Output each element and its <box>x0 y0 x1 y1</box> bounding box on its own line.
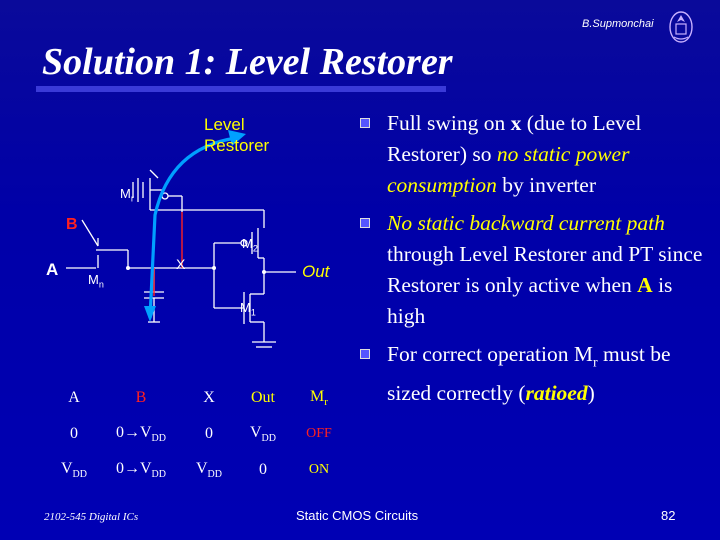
m1-label: M1 <box>240 300 256 318</box>
header-a: A <box>68 389 80 406</box>
header-mr-main: M <box>310 387 325 405</box>
bullet-item: For correct operation Mr must be sized c… <box>356 339 706 409</box>
arrow-icon: → <box>123 423 140 441</box>
cell-out-sub: DD <box>261 433 276 445</box>
cell-a-sub: DD <box>72 469 87 481</box>
cell-x-v: V <box>195 459 208 477</box>
bullet-text: Full swing on <box>387 111 511 135</box>
cell-b: 0→VDD <box>100 416 182 452</box>
a-input-label: A <box>46 260 59 279</box>
m1-label-main: M <box>240 300 251 315</box>
mr-label-main: M <box>120 186 131 201</box>
bullet-item: Full swing on x (due to Level Restorer) … <box>356 108 706 201</box>
cell-out: VDD <box>236 416 290 452</box>
mr-label-sub: r <box>130 193 134 204</box>
bullet-text: must be sized correctly ( <box>387 342 671 406</box>
bullet-text: by inverter <box>496 173 596 197</box>
table-header-row: A B X Out Mr <box>48 380 348 416</box>
title-underline <box>36 86 446 92</box>
header-out: Out <box>251 389 275 406</box>
cell-out-v: V <box>249 423 262 441</box>
cell-b-vdd: V <box>139 459 152 477</box>
cell-x: 0 <box>205 425 213 442</box>
university-seal-icon <box>669 11 693 43</box>
cell-b-start: 0 <box>115 459 124 477</box>
m1-label-sub: 1 <box>250 307 256 318</box>
mn-label: Mn <box>88 272 104 290</box>
square-bullet-icon <box>360 118 370 128</box>
level-restorer-circuit <box>66 130 296 348</box>
out-label: Out <box>302 262 330 281</box>
bullet-text: For correct operation M <box>387 342 593 366</box>
cell-b: 0→VDD <box>100 452 182 488</box>
bullet-item: No static backward current path through … <box>356 208 706 332</box>
m2-label-main: M <box>242 236 253 251</box>
cell-b-vdd: V <box>139 423 152 441</box>
cell-x-sub: DD <box>207 469 222 481</box>
header-mr: Mr <box>290 380 348 416</box>
cell-x: VDD <box>182 452 236 488</box>
bullet-subscript: r <box>592 355 598 371</box>
table-row: VDD 0→VDD VDD 0 ON <box>48 452 348 488</box>
header-x: X <box>203 389 215 406</box>
mr-label: Mr <box>120 186 134 204</box>
bullet-text: through Level Restorer and PT since Rest… <box>387 242 703 297</box>
cell-b-start: 0 <box>115 423 124 441</box>
arrow-icon: → <box>123 459 140 477</box>
header-mr-sub: r <box>324 396 328 409</box>
author-label: B.Supmonchai <box>582 18 654 30</box>
mn-label-main: M <box>88 272 99 287</box>
footer-topic: Static CMOS Circuits <box>296 508 419 523</box>
mn-label-sub: n <box>98 279 104 290</box>
slide-title: Solution 1: Level Restorer <box>42 41 453 83</box>
page-number: 82 <box>661 508 676 523</box>
bullet-text: (due to Level Restorer) so <box>387 111 642 166</box>
square-bullet-icon <box>360 218 370 228</box>
bullet-text: is high <box>387 273 673 328</box>
square-bullet-icon <box>360 349 370 359</box>
cell-out: 0 <box>259 461 267 478</box>
bullet-emphasis: A <box>637 273 653 297</box>
truth-table: A B X Out Mr 0 0→VDD 0 VDD OFF VDD 0→VDD… <box>48 380 348 488</box>
footer-course: 2102-545 Digital ICs <box>44 511 139 523</box>
cell-mr: ON <box>308 462 330 477</box>
m2-label-sub: 2 <box>252 243 258 254</box>
level-restorer-label-line1: Level <box>204 115 245 134</box>
m2-label: M2 <box>242 236 258 254</box>
level-restorer-label: Level Restorer <box>204 114 269 156</box>
cell-a: 0 <box>70 425 78 442</box>
x-node-label: X <box>176 256 186 272</box>
bullet-highlight: ratioed <box>525 381 588 406</box>
level-restorer-label-line2: Restorer <box>204 136 270 155</box>
cell-a: VDD <box>48 452 100 488</box>
cell-b-vdd-sub: DD <box>151 469 166 481</box>
cell-mr: OFF <box>306 426 332 441</box>
cell-a-v: V <box>60 459 73 477</box>
bullet-highlight: no static power consumption <box>387 142 630 197</box>
table-row: 0 0→VDD 0 VDD OFF <box>48 416 348 452</box>
cell-b-vdd-sub: DD <box>151 433 166 445</box>
b-input-label: B <box>66 216 78 233</box>
bullet-emphasis: x <box>510 111 522 135</box>
bullet-list: Full swing on x (due to Level Restorer) … <box>356 108 706 416</box>
bullet-text: ) <box>587 381 595 406</box>
bullet-highlight: No static backward current path <box>387 211 665 235</box>
header-b: B <box>135 389 147 406</box>
